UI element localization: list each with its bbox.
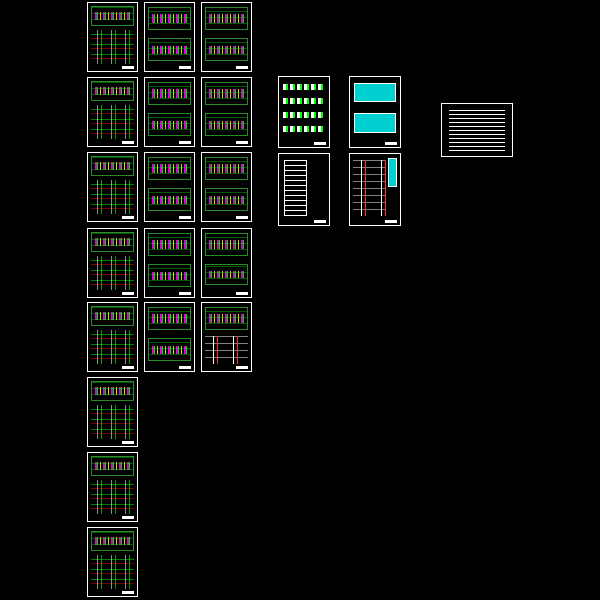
- sheet-col3-4[interactable]: [201, 228, 252, 298]
- stair-plan-1: [283, 84, 325, 90]
- title-block: [236, 366, 248, 369]
- title-block: [122, 516, 134, 519]
- sheet-col1-6[interactable]: [87, 377, 138, 447]
- notes-text-block: [449, 109, 505, 151]
- title-block: [236, 141, 248, 144]
- floor-plan: [90, 305, 135, 327]
- title-block: [236, 216, 248, 219]
- floor-plan-upper: [147, 7, 192, 31]
- floor-plan: [90, 5, 135, 27]
- floor-plan-upper: [204, 7, 249, 31]
- floor-plan-lower: [204, 113, 249, 137]
- floor-plan-lower: [204, 38, 249, 62]
- floor-plan: [204, 307, 249, 331]
- stair-plan-2: [283, 98, 325, 104]
- detail-grid: [90, 330, 135, 365]
- detail-grid: [90, 555, 135, 590]
- detail-grid: [90, 256, 135, 291]
- roof-plan-upper: [354, 82, 396, 103]
- floor-plan-lower: [147, 264, 192, 288]
- sheet-col1-1[interactable]: [87, 2, 138, 72]
- building-elevation: [284, 159, 307, 217]
- sheet-elevation[interactable]: [278, 153, 330, 226]
- detail-grid: [90, 180, 135, 215]
- floor-plan: [90, 80, 135, 102]
- title-block: [236, 66, 248, 69]
- sheet-col2-2[interactable]: [144, 77, 195, 147]
- title-block: [179, 141, 191, 144]
- floor-plan-upper: [147, 233, 192, 257]
- sheet-col2-3[interactable]: [144, 152, 195, 222]
- title-block: [314, 220, 326, 223]
- sheet-stair-plans[interactable]: [278, 76, 330, 148]
- title-block: [314, 142, 326, 145]
- sheet-col2-5[interactable]: [144, 302, 195, 372]
- sheet-col1-8[interactable]: [87, 527, 138, 597]
- sheet-col2-1[interactable]: [144, 2, 195, 72]
- floor-plan-upper: [147, 307, 192, 331]
- title-block: [122, 441, 134, 444]
- floor-plan-upper: [147, 82, 192, 106]
- floor-plan-lower: [147, 338, 192, 362]
- floor-plan-lower: [147, 113, 192, 137]
- sheet-col1-7[interactable]: [87, 452, 138, 522]
- title-block: [122, 292, 134, 295]
- wall-sections: [204, 335, 249, 365]
- floor-plan-upper: [204, 157, 249, 181]
- detail-grid: [90, 30, 135, 65]
- floor-plan-lower: [204, 264, 249, 285]
- sheet-col3-1[interactable]: [201, 2, 252, 72]
- sheet-col1-4[interactable]: [87, 228, 138, 298]
- title-block: [122, 216, 134, 219]
- floor-plan: [90, 380, 135, 402]
- title-block: [179, 292, 191, 295]
- floor-plan: [90, 155, 135, 177]
- title-block: [122, 66, 134, 69]
- sheet-col3-2[interactable]: [201, 77, 252, 147]
- sheet-col2-4[interactable]: [144, 228, 195, 298]
- detail-legend: [388, 158, 397, 187]
- sheet-col1-5[interactable]: [87, 302, 138, 372]
- detail-grid: [90, 405, 135, 440]
- title-block: [122, 141, 134, 144]
- stair-plan-4: [283, 126, 325, 132]
- floor-plan-upper: [204, 82, 249, 106]
- stair-plan-3: [283, 112, 325, 118]
- detail-grid: [90, 480, 135, 515]
- sheet-col3-3[interactable]: [201, 152, 252, 222]
- title-block: [236, 292, 248, 295]
- floor-plan-upper: [147, 157, 192, 181]
- sheet-col1-3[interactable]: [87, 152, 138, 222]
- roof-plan-lower: [354, 113, 396, 133]
- title-block: [179, 216, 191, 219]
- title-block: [122, 366, 134, 369]
- floor-plan: [90, 530, 135, 552]
- floor-plan: [90, 231, 135, 253]
- floor-plan-lower: [204, 188, 249, 212]
- title-block: [179, 366, 191, 369]
- floor-plan: [90, 455, 135, 477]
- title-block: [385, 142, 397, 145]
- title-block: [122, 591, 134, 594]
- sheet-roof-plans[interactable]: [349, 76, 401, 148]
- sheet-col3-5[interactable]: [201, 302, 252, 372]
- floor-plan-lower: [147, 188, 192, 212]
- detail-sections: [353, 159, 386, 217]
- title-block: [179, 66, 191, 69]
- floor-plan-lower: [147, 38, 192, 62]
- detail-grid: [90, 105, 135, 140]
- sheet-col1-2[interactable]: [87, 77, 138, 147]
- floor-plan-upper: [204, 233, 249, 257]
- title-block: [385, 220, 397, 223]
- sheet-general-notes[interactable]: [441, 103, 513, 157]
- sheet-detail-sections[interactable]: [349, 153, 401, 226]
